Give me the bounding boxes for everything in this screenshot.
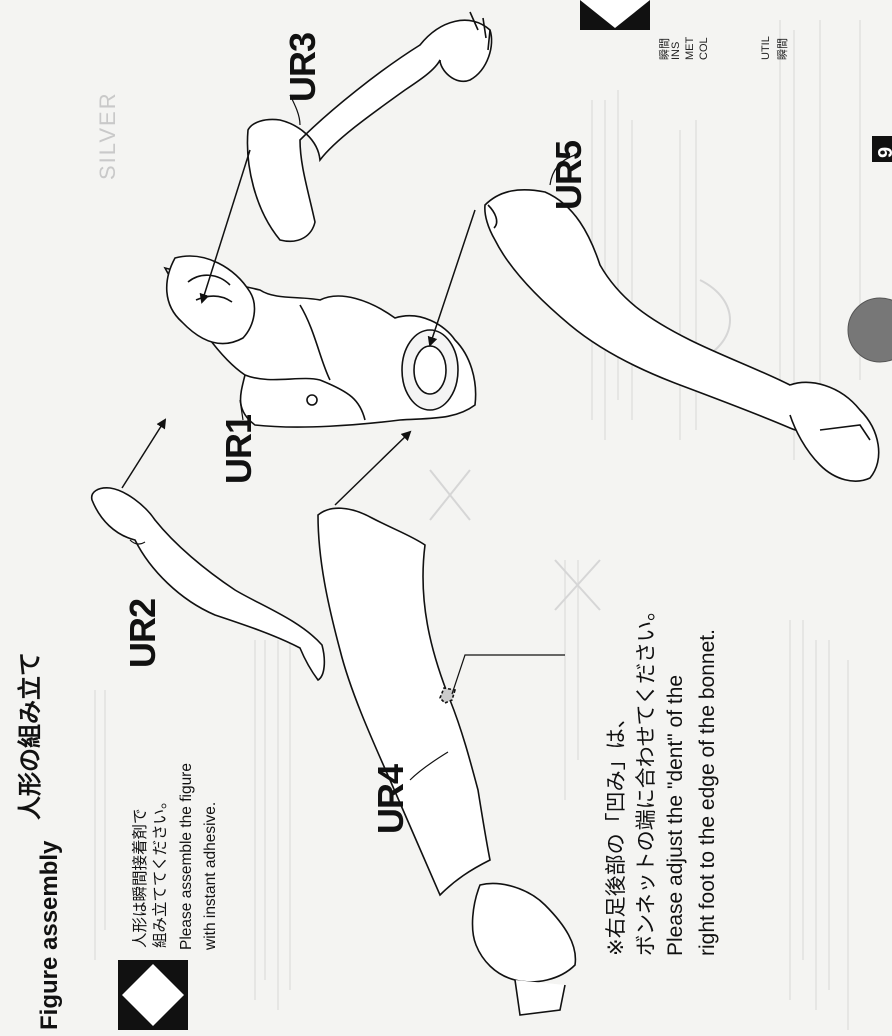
side-panel-line-4: COL	[698, 37, 710, 60]
instruction-line-1: 人形は瞬間接着剤で	[128, 808, 150, 948]
instruction-line-2: 組み立ててください。	[148, 793, 170, 948]
part-ur1-torso	[165, 256, 476, 427]
glue-swatch	[848, 298, 892, 362]
side-panel-line-2: INS	[670, 42, 682, 60]
note-line-1: ※右足後部の「凹み」は、	[600, 707, 630, 956]
note-line-2: ボンネットの端に合わせてください。	[630, 600, 660, 956]
part-ur4-leg	[318, 508, 575, 1015]
side-diamond-icon	[580, 0, 650, 30]
part-label-ur3: UR3	[282, 33, 324, 102]
part-label-ur1: UR1	[218, 415, 260, 484]
side-panel-line-6: 瞬間	[774, 38, 790, 60]
side-panel-line-3: MET	[684, 37, 696, 60]
diamond-icon	[118, 960, 188, 1030]
section-title-en: Figure assembly	[36, 841, 64, 1030]
note-line-3: Please adjust the "dent" of the	[664, 675, 688, 956]
instruction-line-3: Please assemble the figure	[178, 763, 196, 950]
note-line-4: right foot to the edge of the bonnet.	[696, 629, 720, 956]
part-label-ur4: UR4	[370, 765, 412, 834]
step-number: 9	[875, 147, 892, 158]
side-panel-line-5: UTIL	[760, 36, 772, 60]
part-label-ur2: UR2	[122, 599, 164, 668]
background-watermark-text: SILVER	[95, 91, 121, 180]
step-number-badge: 9	[872, 136, 892, 162]
part-label-ur5: UR5	[548, 141, 590, 210]
instruction-line-4: with instant adhesive.	[202, 802, 220, 950]
section-title-jp: 人形の組み立て	[10, 652, 45, 820]
